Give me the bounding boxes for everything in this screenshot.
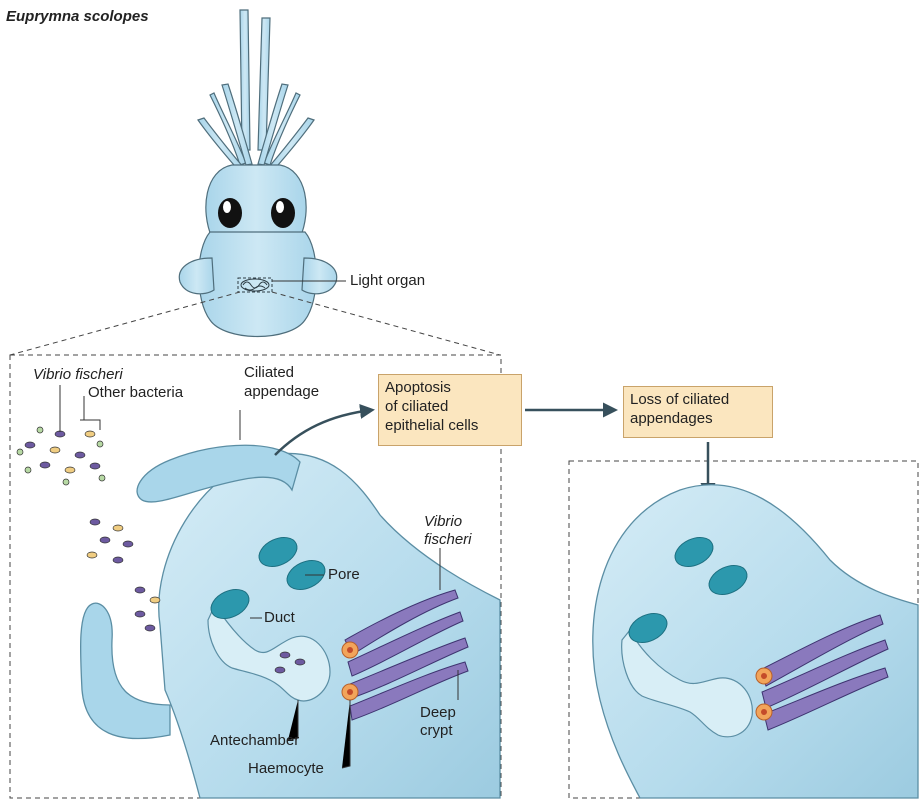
callout-apoptosis-line2: of ciliated <box>385 397 515 416</box>
label-pore: Pore <box>328 566 360 584</box>
label-vibrio-line1: Vibrio <box>424 513 462 531</box>
figure-title: Euprymna scolopes <box>6 8 149 25</box>
label-other-bacteria: Other bacteria <box>88 384 183 402</box>
label-ciliated-line2: appendage <box>244 383 319 401</box>
squid-illustration <box>179 10 336 337</box>
label-light-organ: Light organ <box>350 272 425 290</box>
label-crypt: crypt <box>420 722 453 740</box>
callout-apoptosis-line3: epithelial cells <box>385 416 515 435</box>
label-vibrio-line2: fischeri <box>424 531 472 549</box>
label-antechamber: Antechamber <box>210 732 299 750</box>
callout-apoptosis-line1: Apoptosis <box>385 378 515 397</box>
label-vibrio-fischeri: Vibrio fischeri <box>33 366 123 384</box>
callout-loss-line2: appendages <box>630 409 766 428</box>
label-duct: Duct <box>264 609 295 627</box>
label-deep: Deep <box>420 704 456 722</box>
callout-apoptosis: Apoptosis of ciliated epithelial cells <box>378 374 522 446</box>
label-haemocyte: Haemocyte <box>248 760 324 778</box>
arrow-to-apoptosis <box>275 410 372 455</box>
callout-loss: Loss of ciliated appendages <box>623 386 773 438</box>
light-organ-tissue-right <box>593 485 918 798</box>
label-ciliated-line1: Ciliated <box>244 364 294 382</box>
callout-loss-line1: Loss of ciliated <box>630 390 766 409</box>
